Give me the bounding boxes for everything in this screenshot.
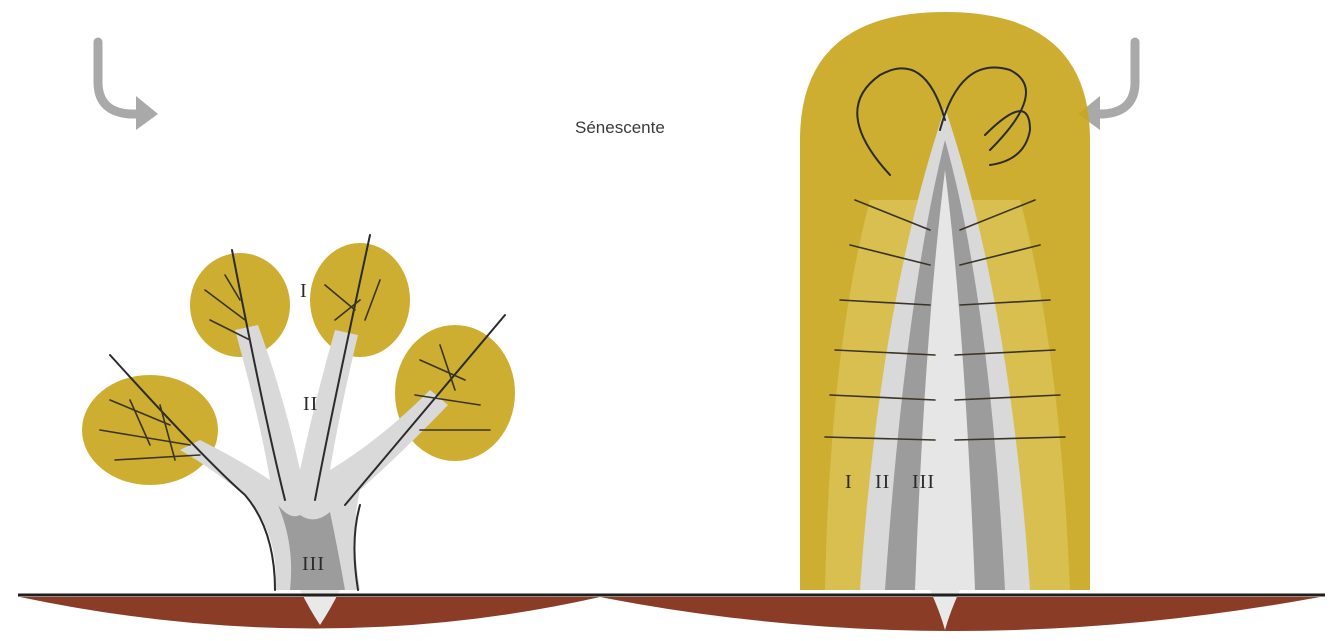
right-label-II: II [875,471,890,493]
curved-arrow-down-right-icon [98,42,158,130]
root-zone [20,597,1320,631]
left-label-III: III [302,553,325,575]
right-label-III: III [912,471,935,493]
right-label-I: I [845,471,853,493]
young-tree: I II III [82,235,515,590]
left-label-I: I [300,280,308,302]
senescent-label: Sénescente [575,118,665,137]
senescent-tree: I II III [800,12,1090,590]
left-label-II: II [303,393,318,415]
crown-unit-right [395,325,515,461]
